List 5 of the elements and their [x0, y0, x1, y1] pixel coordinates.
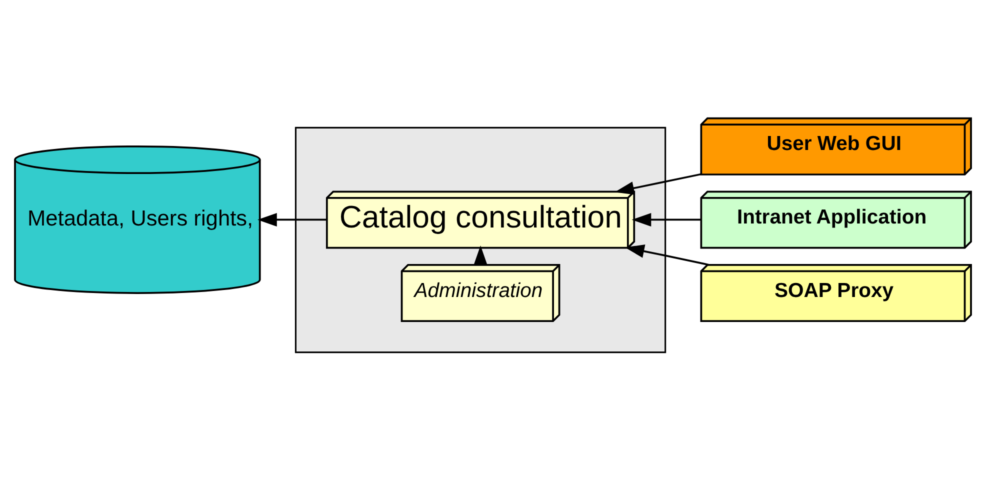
arrow: [258, 212, 327, 226]
cluster: [294, 126, 666, 354]
arrow: [614, 173, 701, 195]
arrow: [632, 212, 701, 226]
arrow: [624, 244, 710, 266]
